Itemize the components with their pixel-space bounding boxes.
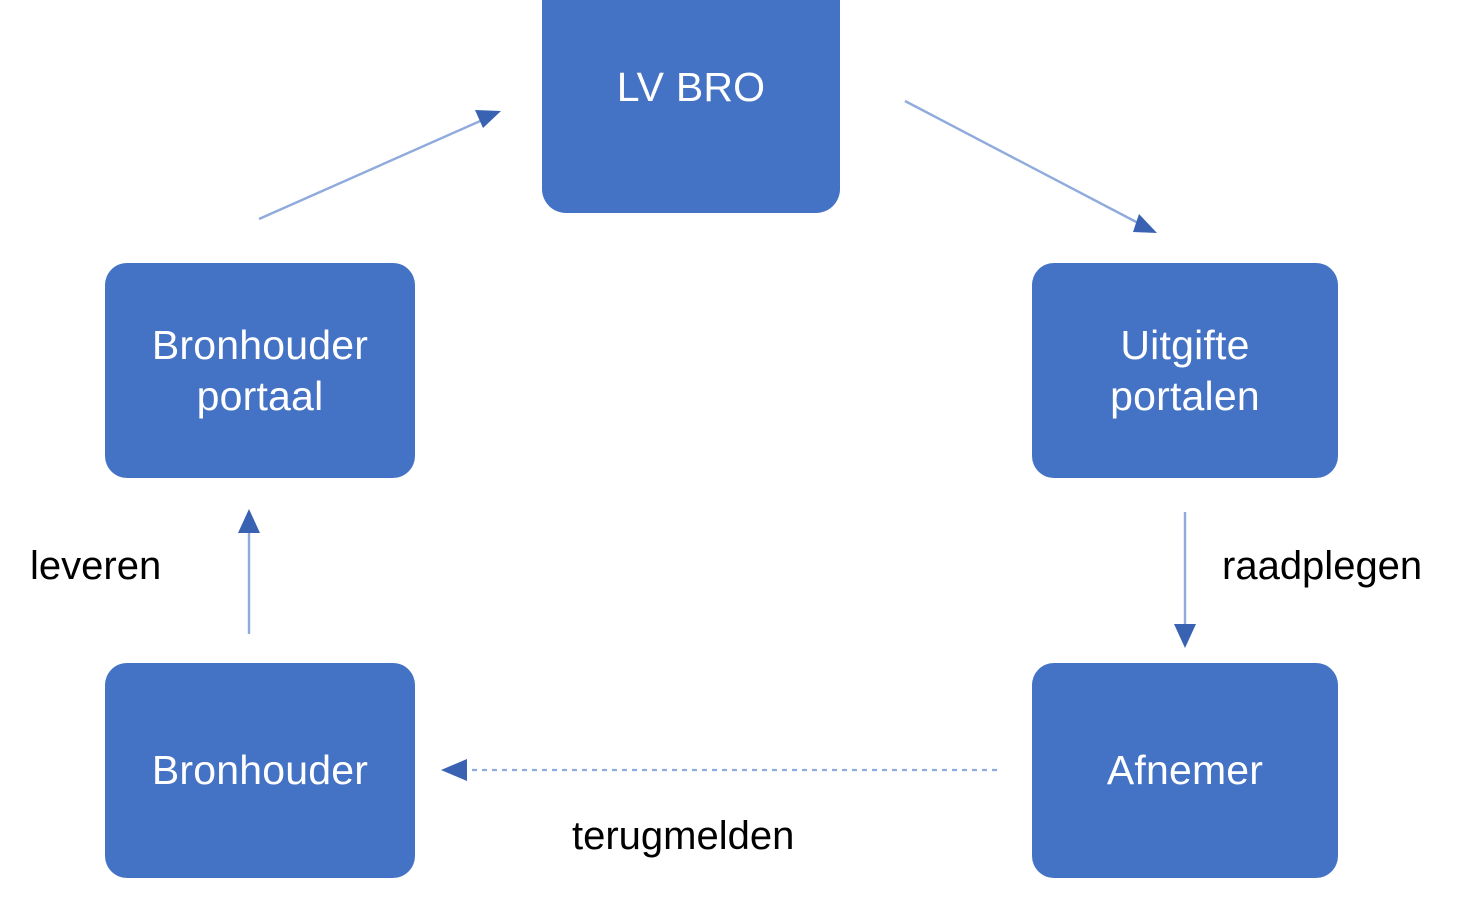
- node-uitgifte-portalen[interactable]: Uitgifte portalen: [1032, 263, 1338, 478]
- node-uitgifte-portalen-label: Uitgifte portalen: [1110, 322, 1260, 419]
- node-bronhouder-label: Bronhouder: [151, 747, 369, 794]
- node-bronhouder-portaal[interactable]: Bronhouder portaal: [105, 263, 415, 478]
- edge-uitgifte-portalen-to-afnemer: [1174, 512, 1196, 648]
- edge-bronhouder-portaal-to-lv-bro: [258, 110, 501, 221]
- node-bronhouder[interactable]: Bronhouder: [105, 663, 415, 878]
- node-lv-bro[interactable]: LV BRO: [542, 0, 840, 213]
- edge-label-raadplegen: raadplegen: [1222, 544, 1423, 588]
- edge-label-terugmelden: terugmelden: [572, 814, 795, 858]
- node-afnemer[interactable]: Afnemer: [1032, 663, 1338, 878]
- node-bronhouder-portaal-label: Bronhouder portaal: [151, 322, 369, 419]
- node-lv-bro-label: LV BRO: [616, 64, 766, 111]
- edge-lv-bro-to-uitgifte-portalen: [904, 99, 1157, 233]
- edge-label-leveren: leveren: [30, 544, 162, 588]
- edge-bronhouder-to-bronhouder-portaal: [238, 509, 260, 634]
- edge-afnemer-to-bronhouder: [441, 759, 997, 781]
- node-afnemer-label: Afnemer: [1106, 747, 1264, 794]
